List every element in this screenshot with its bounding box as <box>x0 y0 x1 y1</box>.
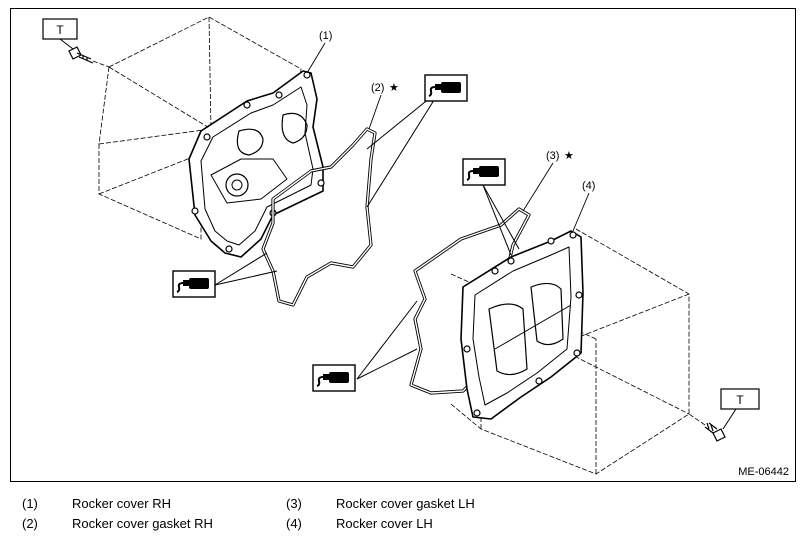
legend-number: (3) <box>286 496 302 511</box>
torque-box-icon: T <box>720 388 760 430</box>
legend-item: (3) Rocker cover gasket LH <box>286 496 475 512</box>
legend-item: (1) Rocker cover RH <box>22 496 171 512</box>
rocker-cover-lh <box>460 230 584 420</box>
svg-text:(4): (4) <box>582 180 595 192</box>
torque-box-icon: T <box>42 18 78 50</box>
legend-item: (4) Rocker cover LH <box>286 516 433 532</box>
svg-text:(1): (1) <box>319 30 332 42</box>
bolt-lh <box>704 422 726 442</box>
svg-text:(3): (3) <box>546 150 559 162</box>
sealant-bottle-icon <box>424 74 468 102</box>
callout-3: (3) ★ <box>522 150 574 212</box>
bolt-rh <box>68 46 94 64</box>
legend-label: Rocker cover gasket LH <box>336 496 475 511</box>
legend-number: (1) <box>22 496 38 511</box>
callout-2: (2) ★ <box>368 82 399 130</box>
legend-number: (4) <box>286 516 302 531</box>
svg-text:T: T <box>56 23 64 37</box>
legend-label: Rocker cover gasket RH <box>72 516 213 531</box>
sealant-bottle-icon <box>462 158 506 186</box>
star-icon: ★ <box>389 82 399 94</box>
parts-legend: (1) Rocker cover RH (2) Rocker cover gaske… <box>0 490 804 540</box>
sealant-bottle-icon <box>312 364 356 392</box>
sealant-bottle-icon <box>172 270 216 298</box>
legend-number: (2) <box>22 516 38 531</box>
legend-item: (2) Rocker cover gasket RH <box>22 516 213 532</box>
rocker-cover-gasket-rh <box>261 127 377 307</box>
rocker-cover-rh <box>188 70 325 258</box>
figure-id: ME-06442 <box>738 466 789 478</box>
star-icon: ★ <box>564 150 574 162</box>
callout-4: (4) <box>572 180 595 232</box>
svg-text:(2): (2) <box>371 82 384 94</box>
callout-1: (1) <box>306 30 332 74</box>
legend-label: Rocker cover LH <box>336 516 433 531</box>
exploded-diagram: T T (1) (2) ★ (3) ★ (4) ME-0644 <box>10 8 796 482</box>
svg-text:T: T <box>736 393 744 407</box>
legend-label: Rocker cover RH <box>72 496 171 511</box>
